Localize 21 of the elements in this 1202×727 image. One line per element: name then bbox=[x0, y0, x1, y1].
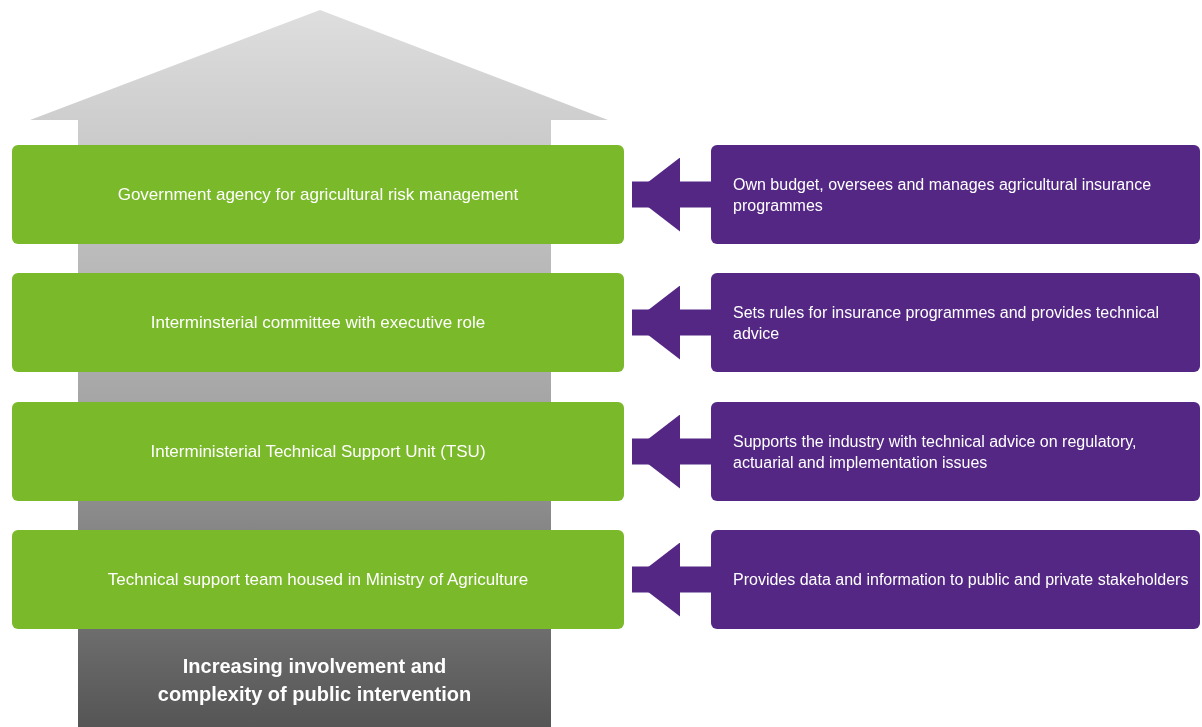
description-text: Provides data and information to public and private stakeholders bbox=[733, 570, 1189, 590]
level-box bbox=[12, 145, 624, 244]
description-box bbox=[711, 273, 1200, 372]
description-text: Own budget, oversees and manages agricultural insurance programmes bbox=[733, 174, 1153, 216]
level-label: Interministerial Technical Support Unit (TSU) bbox=[149, 440, 487, 463]
level-label: Government agency for agricultural risk management bbox=[116, 183, 520, 206]
level-label: Technical support team housed in Ministry of Agriculture bbox=[106, 568, 530, 591]
level-box bbox=[12, 273, 624, 372]
arrow-label: Increasing involvement and complexity of public intervention bbox=[156, 653, 473, 707]
arrow bbox=[632, 414, 711, 489]
level-box bbox=[12, 402, 624, 501]
arrow bbox=[632, 157, 711, 232]
description-text: Supports the industry with technical advice on regulatory, actuarial and implementation issues bbox=[733, 431, 1138, 473]
description-box bbox=[711, 145, 1200, 244]
level-label: Interminsterial committee with executive role bbox=[149, 311, 487, 334]
description-text: Sets rules for insurance programmes and provides technical advice bbox=[733, 302, 1160, 344]
level-box bbox=[12, 530, 624, 629]
description-box bbox=[711, 530, 1200, 629]
arrow bbox=[632, 285, 711, 360]
arrow bbox=[632, 542, 711, 617]
description-box bbox=[711, 402, 1200, 501]
